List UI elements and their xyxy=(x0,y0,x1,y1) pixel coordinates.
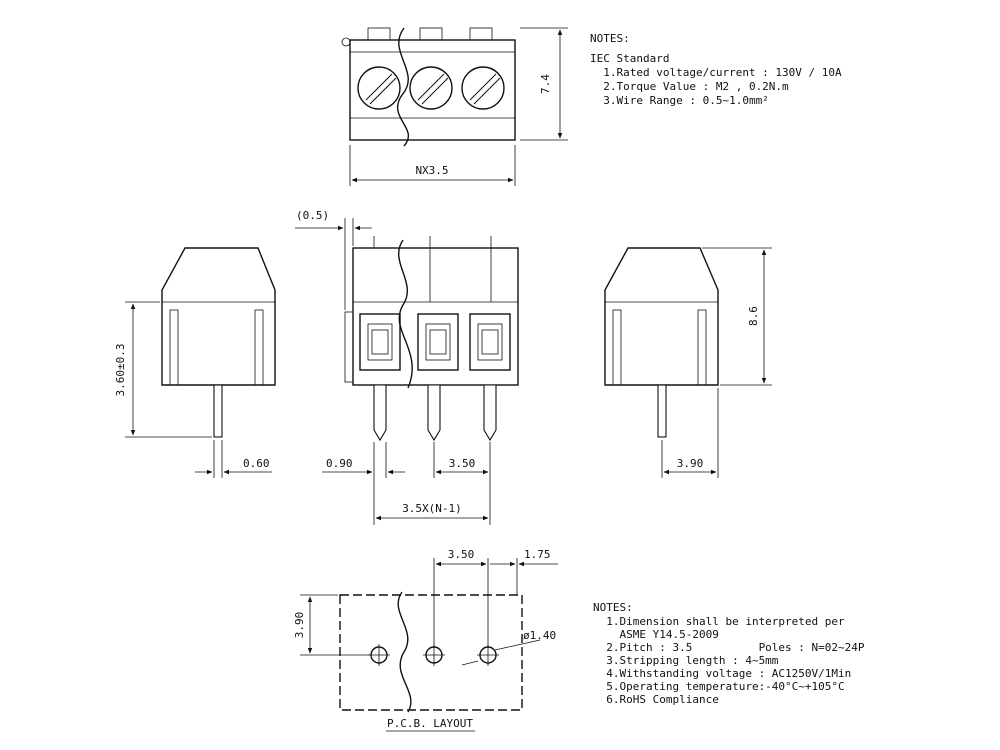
pcb-pitch-label: 3.50 xyxy=(448,548,475,561)
left-side-view: 3.60±0.3 0.60 xyxy=(114,247,276,478)
screw-1 xyxy=(357,66,401,110)
front-pin-1 xyxy=(373,384,387,442)
notes-bottom-line: 4.Withstanding voltage : AC1250V/1Min xyxy=(593,667,851,680)
notes-top-line: 3.Wire Range : 0.5~1.0mm² xyxy=(590,94,769,107)
break-line xyxy=(396,27,410,147)
notes-bottom-heading: NOTES: xyxy=(593,601,633,614)
notes-top-heading: NOTES: xyxy=(590,32,630,45)
front-pin-3 xyxy=(483,384,497,442)
pcb-caption: P.C.B. LAYOUT xyxy=(387,717,473,730)
notes-bottom-line: 1.Dimension shall be interpreted per xyxy=(593,615,845,628)
left-pin xyxy=(213,384,223,438)
datum-symbol-icon xyxy=(341,37,351,47)
right-pin xyxy=(657,384,667,438)
left-pin-width-label: 0.60 xyxy=(243,457,270,470)
front-span-label: 3.5X(N-1) xyxy=(402,502,462,515)
wire-entry-1 xyxy=(359,313,401,371)
front-pitch-label: 3.50 xyxy=(449,457,476,470)
notes-top-line: IEC Standard xyxy=(590,52,669,65)
pcb-edge-label: 1.75 xyxy=(524,548,551,561)
notes-bottom-line: 5.Operating temperature:-40°C~+105°C xyxy=(593,680,845,693)
front-view: (0.5) 0.90 3.50 3.5X(N-1) xyxy=(295,209,519,525)
left-height-label: 3.60±0.3 xyxy=(114,344,127,397)
right-height-label: 8.6 xyxy=(747,306,760,326)
pcb-layout: 3.50 1.75 3.90 ø1.40 P.C.B. LAYOUT xyxy=(293,548,558,732)
pcb-outline xyxy=(339,594,523,711)
notes-bottom-line: 3.Stripping length : 4~5mm xyxy=(593,654,779,667)
notes-bottom-line: 6.RoHS Compliance xyxy=(593,693,719,706)
notes-bottom: NOTES: 1.Dimension shall be interpreted … xyxy=(593,601,865,706)
top-height-label: 7.4 xyxy=(539,74,552,94)
right-depth-label: 3.90 xyxy=(677,457,704,470)
notes-bottom-line: ASME Y14.5-2009 xyxy=(593,628,719,641)
notes-top: NOTES: IEC Standard 1.Rated voltage/curr… xyxy=(590,32,842,107)
front-pin-2 xyxy=(427,384,441,442)
notes-bottom-line: 2.Pitch : 3.5 Poles : N=02~24P xyxy=(593,641,865,654)
screw-2 xyxy=(409,66,453,110)
pcb-height-label: 3.90 xyxy=(293,612,306,639)
wire-entry-2 xyxy=(417,313,459,371)
right-view-body xyxy=(604,247,719,386)
top-view-body xyxy=(349,39,516,141)
front-tolerance-label: (0.5) xyxy=(296,209,329,222)
front-offset-label: 0.90 xyxy=(326,457,353,470)
pcb-hole-1 xyxy=(368,644,390,666)
right-side-view: 8.6 3.90 xyxy=(604,247,772,478)
notes-top-line: 2.Torque Value : M2 , 0.2N.m xyxy=(590,80,789,93)
screw-3 xyxy=(461,66,505,110)
pcb-hole-label: ø1.40 xyxy=(523,629,556,642)
front-view-body xyxy=(352,247,519,386)
top-view: NX3.5 7.4 xyxy=(341,27,568,186)
wire-entry-3 xyxy=(469,313,511,371)
left-view-body xyxy=(161,247,276,386)
notes-top-line: 1.Rated voltage/current : 130V / 10A xyxy=(590,66,842,79)
top-width-label: NX3.5 xyxy=(415,164,448,177)
